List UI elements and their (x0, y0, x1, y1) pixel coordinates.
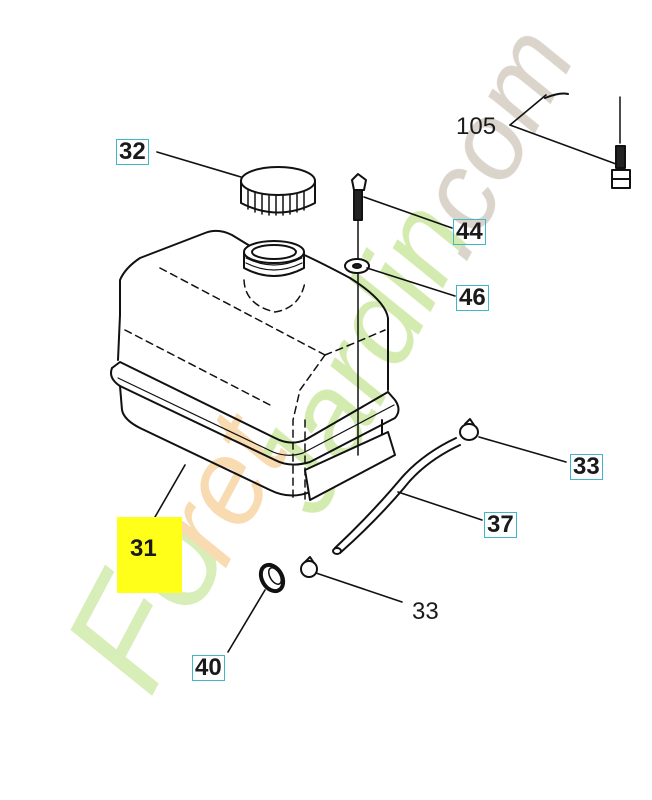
leader-lines (154, 94, 617, 653)
bolt-105-drawing (544, 92, 631, 189)
watermark: Fo ret Jardin .com (30, 8, 598, 715)
fuel-cap-drawing (240, 166, 316, 216)
part-label-105[interactable]: 105 (456, 113, 497, 140)
part-label-44[interactable]: 44 (453, 219, 486, 245)
clamp-lower-drawing (300, 560, 318, 578)
part-31-highlight (117, 517, 182, 593)
fuel-hose-drawing (332, 437, 461, 555)
clamp-upper-drawing (459, 423, 479, 441)
part-label-33-lower[interactable]: 33 (412, 598, 439, 625)
part-label-40[interactable]: 40 (192, 655, 225, 681)
part-label-33-upper[interactable]: 33 (570, 454, 603, 480)
part-label-46[interactable]: 46 (456, 285, 489, 311)
part-label-31[interactable]: 31 (130, 535, 157, 562)
grommet-drawing (258, 562, 286, 594)
svg-text:.com: .com (378, 8, 599, 276)
bolt-washer-drawing (344, 173, 370, 456)
fuel-tank-drawing (110, 229, 400, 501)
part-label-32[interactable]: 32 (116, 139, 149, 165)
part-label-37[interactable]: 37 (484, 512, 517, 538)
